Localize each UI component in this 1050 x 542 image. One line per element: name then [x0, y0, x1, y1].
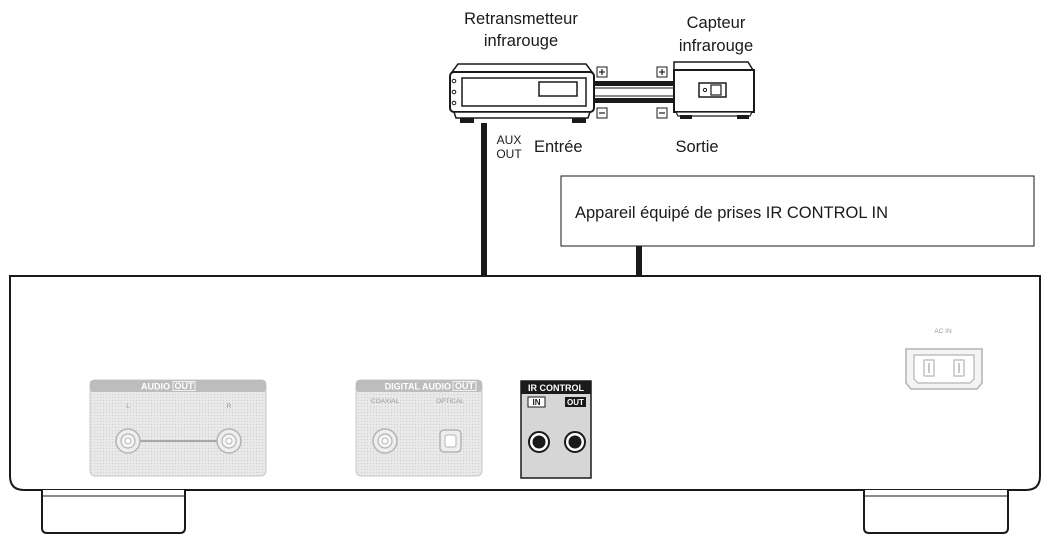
audio-r-label: R — [227, 403, 232, 410]
ac-in-label: AC IN — [934, 328, 952, 335]
audio-l-label: L — [126, 403, 130, 410]
audio-l-jack — [115, 428, 141, 454]
ir-control-in-device-label: Appareil équipé de prises IR CONTROL IN — [575, 204, 888, 222]
input-label: Entrée — [534, 138, 583, 156]
repeater-terminal-marks — [596, 66, 608, 119]
audio-out-section: AUDIO OUT L R — [89, 379, 267, 477]
digital-audio-badge: OUT — [455, 381, 475, 391]
audio-out-badge: OUT — [175, 381, 195, 391]
ir-out-jack — [564, 431, 586, 453]
ir-control-section: IR CONTROL IN OUT — [520, 380, 592, 479]
ir-in-jack — [528, 431, 550, 453]
aux-label-line2: OUT — [496, 147, 522, 161]
ir-sensor-device — [673, 61, 755, 119]
ac-inlet — [905, 348, 983, 390]
repeater-label-line1: Retransmetteur — [464, 10, 578, 28]
ir-out-label: OUT — [567, 398, 584, 407]
digital-audio-title: DIGITAL AUDIO — [385, 382, 451, 392]
coaxial-label: COAXIAL — [371, 398, 400, 405]
repeater-sensor-cables — [594, 81, 674, 103]
coaxial-jack — [372, 428, 398, 454]
ir-repeater-device — [449, 63, 595, 123]
repeater-label-line2: infrarouge — [484, 32, 558, 50]
optical-jack — [439, 429, 462, 453]
optical-label: OPTICAL — [436, 398, 464, 405]
sensor-terminal-marks — [656, 66, 668, 119]
ir-in-label: IN — [533, 398, 541, 407]
ir-control-title: IR CONTROL — [528, 383, 584, 393]
aux-label-line1: AUX — [497, 133, 522, 147]
ac-in-section: AC IN — [905, 328, 983, 390]
ir-control-in-device-box — [560, 175, 1035, 247]
sensor-label-line2: infrarouge — [679, 37, 753, 55]
audio-r-jack — [216, 428, 242, 454]
sensor-label-line1: Capteur — [687, 14, 746, 32]
output-label: Sortie — [675, 138, 718, 156]
audio-out-title: AUDIO — [141, 382, 170, 392]
digital-audio-out-section: DIGITAL AUDIO OUT COAXIAL OPTICAL — [355, 379, 483, 477]
